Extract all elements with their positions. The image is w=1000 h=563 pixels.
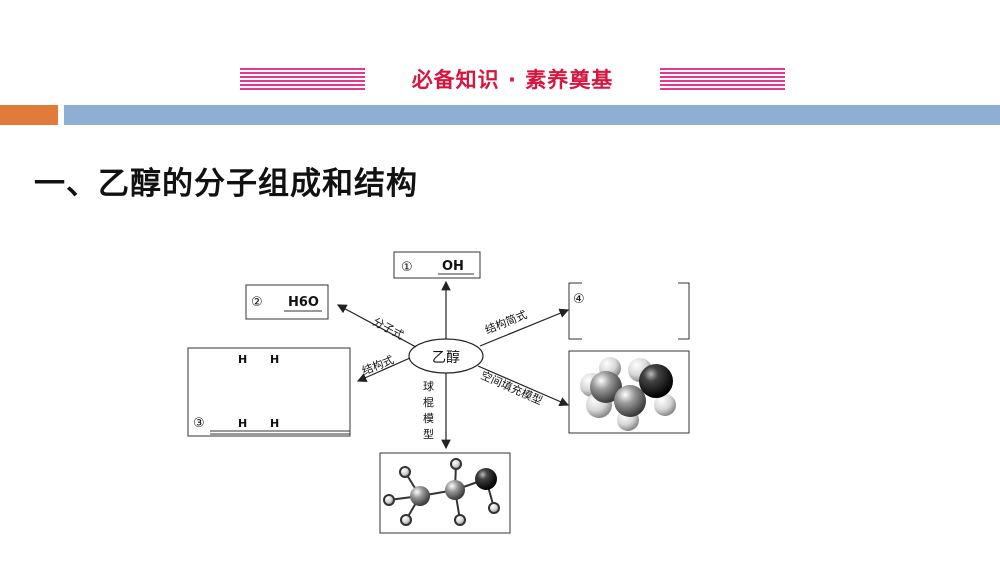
box-structural-formula bbox=[187, 347, 351, 437]
label-molecular-formula: 分子式 bbox=[371, 315, 406, 342]
atom-h-bottom-2: H bbox=[270, 417, 279, 430]
banner-title: 必备知识 · 素养奠基 bbox=[411, 68, 614, 92]
box-molecular-formula bbox=[245, 284, 329, 320]
label-structural-formula: 结构式 bbox=[360, 352, 396, 377]
answer-functional-group: OH bbox=[442, 259, 464, 274]
arrow-right bbox=[477, 365, 570, 407]
arrow-up-left bbox=[336, 304, 417, 348]
arrow-up-right bbox=[479, 308, 570, 347]
atom-h-top-2: H bbox=[270, 353, 279, 366]
banner-lines-right bbox=[660, 68, 785, 90]
space-filling-model-image bbox=[580, 357, 676, 431]
marker-1: ① bbox=[401, 260, 413, 275]
atom-h-bottom-1: H bbox=[238, 417, 247, 430]
header-accent-bar bbox=[0, 105, 58, 125]
answer-molecular-formula: H6O bbox=[288, 295, 319, 310]
vertical-label-char: 模 bbox=[423, 412, 434, 425]
ball-stick-model-image bbox=[383, 458, 500, 526]
marker-3: ③ bbox=[193, 416, 205, 431]
marker-4: ④ bbox=[573, 292, 585, 307]
vertical-label-char: 球 bbox=[423, 379, 434, 393]
label-simplified-formula: 结构简式 bbox=[483, 307, 529, 336]
slide-heading: 一、乙醇的分子组成和结构 bbox=[34, 166, 418, 202]
label-space-filling: 空间填充模型 bbox=[479, 368, 545, 408]
marker-2: ② bbox=[251, 295, 263, 310]
section-banner: 必备知识 · 素养奠基 bbox=[240, 62, 785, 96]
atom-h-top-1: H bbox=[238, 353, 247, 366]
center-label: 乙醇 bbox=[432, 349, 460, 366]
vertical-label-char: 型 bbox=[423, 427, 434, 441]
vertical-label-char: 棍 bbox=[423, 395, 434, 409]
arrow-left bbox=[356, 357, 411, 382]
banner-lines-left bbox=[240, 68, 365, 90]
header-bar bbox=[64, 105, 1000, 125]
